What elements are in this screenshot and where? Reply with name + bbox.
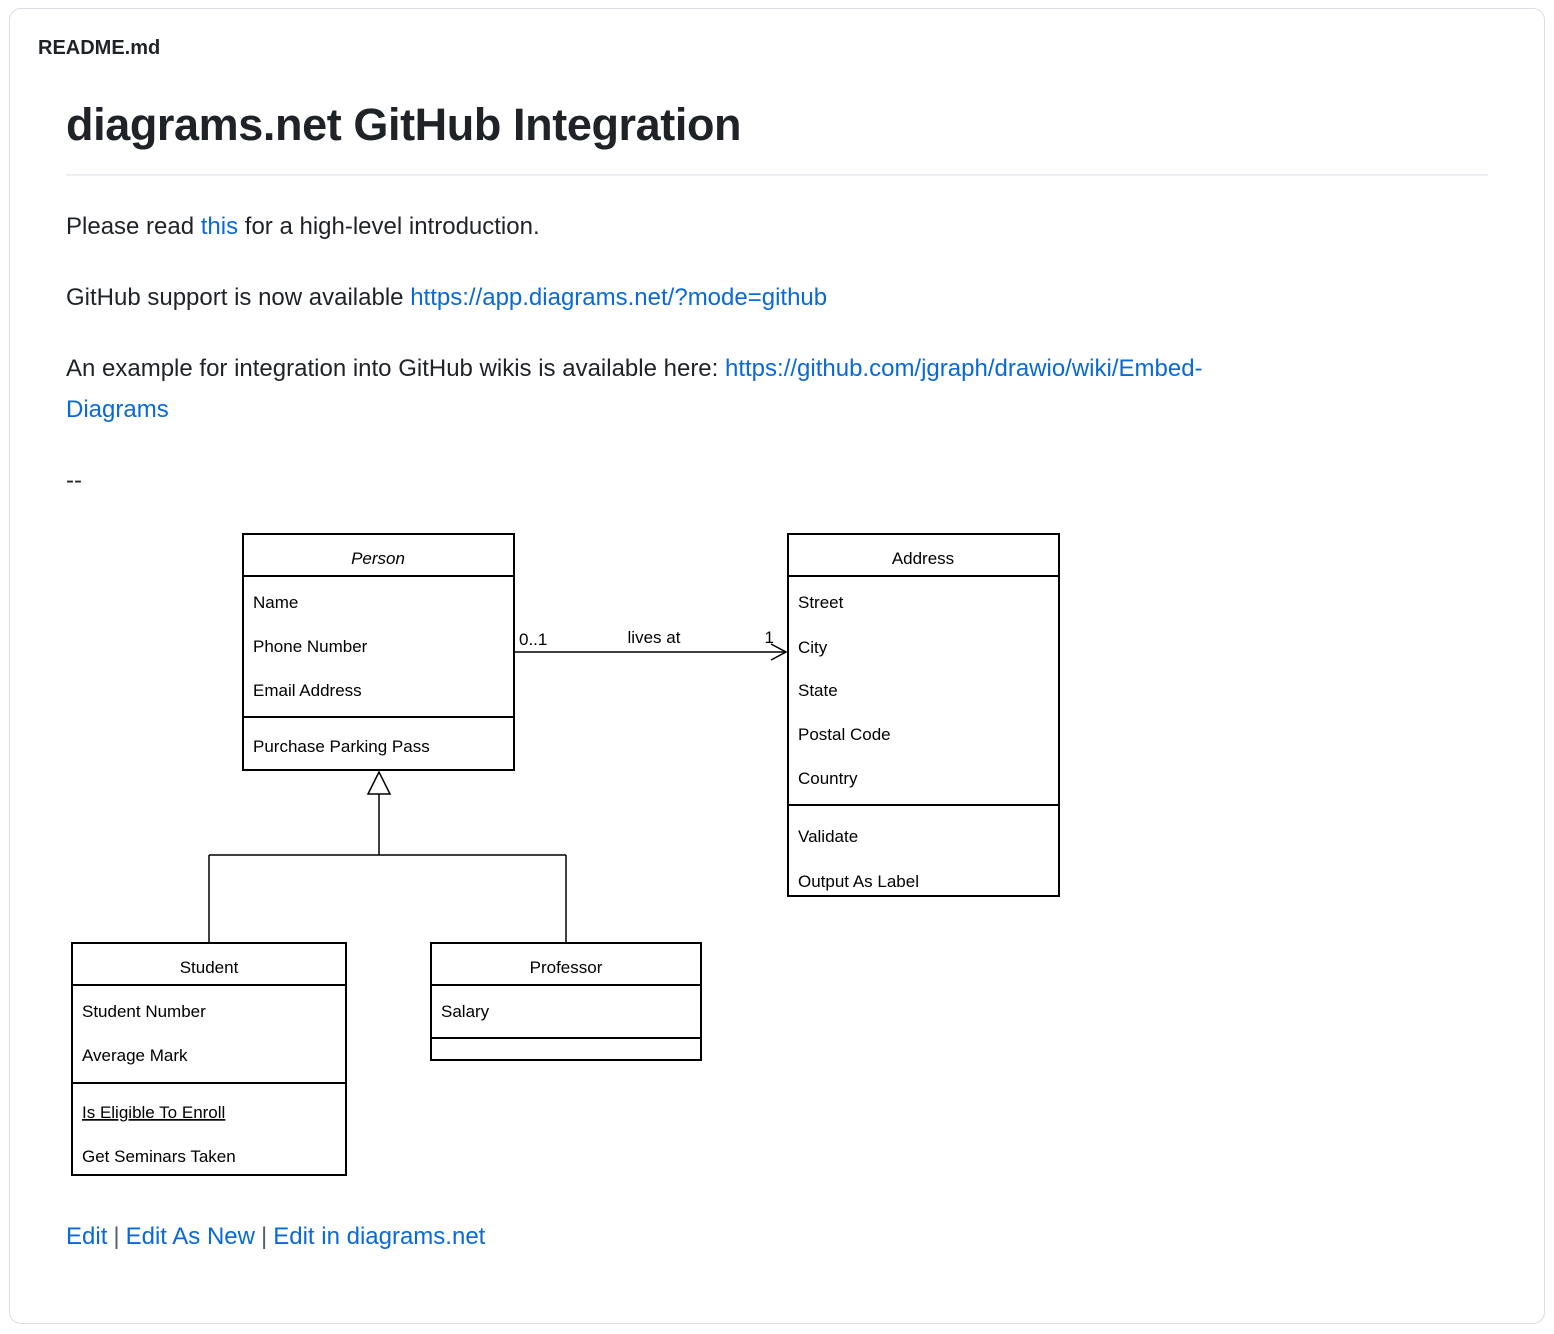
link-separator: | (260, 1223, 268, 1250)
edit-in-diagramsnet-link[interactable]: Edit in diagrams.net (273, 1223, 486, 1250)
address-attribute-state: State (798, 681, 838, 700)
wiki-embed-diagrams-link[interactable]: https://github.com/jgraph/drawio/wiki/Em… (66, 355, 1203, 423)
person-attribute-name: Name (253, 593, 298, 612)
student-method-get-seminars-taken: Get Seminars Taken (82, 1147, 236, 1166)
edit-as-new-link[interactable]: Edit As New (125, 1223, 255, 1250)
class-title-address: Address (892, 549, 954, 568)
address-attribute-city: City (798, 638, 828, 657)
example-text-pre: An example for integration into GitHub w… (66, 355, 725, 382)
address-attribute-street: Street (798, 593, 844, 612)
address-attribute-postal-code: Postal Code (798, 725, 891, 744)
intro-text-post: for a high-level introduction. (238, 213, 540, 240)
uml-diagram-figure: Person Name Phone Number Email Address P… (66, 531, 1488, 1186)
association-multiplicity-target: 1 (765, 628, 774, 647)
edit-links-row: Edit|Edit As New|Edit in diagrams.net (66, 1216, 1488, 1257)
student-attribute-number: Student Number (82, 1002, 206, 1021)
wiki-link-line2: Diagrams (66, 396, 169, 423)
class-box-person (242, 533, 515, 771)
edit-link[interactable]: Edit (66, 1223, 108, 1250)
paragraph-support: GitHub support is now available https://… (66, 277, 1488, 318)
paragraph-intro: Please read this for a high-level introd… (66, 206, 1488, 247)
uml-class-diagram: Person Name Phone Number Email Address P… (71, 533, 1060, 1176)
person-attribute-email: Email Address (253, 681, 362, 700)
student-attribute-average-mark: Average Mark (82, 1046, 188, 1065)
generalization-triangle-icon (366, 770, 392, 795)
wiki-link-line1: https://github.com/jgraph/drawio/wiki/Em… (725, 355, 1203, 382)
class-title-professor: Professor (530, 958, 603, 977)
page: README.md diagrams.net GitHub Integratio… (0, 8, 1554, 1334)
intro-text-pre: Please read (66, 213, 201, 240)
support-text-pre: GitHub support is now available (66, 284, 411, 311)
person-attribute-phone: Phone Number (253, 637, 368, 656)
address-attribute-country: Country (798, 769, 858, 788)
markdown-body: diagrams.net GitHub Integration Please r… (10, 64, 1544, 1323)
class-title-student: Student (180, 958, 239, 977)
page-title: diagrams.net GitHub Integration (66, 98, 1488, 176)
readme-header: README.md (10, 9, 1544, 64)
readme-card: README.md diagrams.net GitHub Integratio… (9, 8, 1545, 1324)
address-method-validate: Validate (798, 827, 858, 846)
professor-attribute-salary: Salary (441, 1002, 490, 1021)
app-diagrams-link[interactable]: https://app.diagrams.net/?mode=github (410, 284, 828, 311)
this-link[interactable]: this (200, 213, 239, 240)
class-title-person: Person (351, 549, 405, 568)
association-multiplicity-source: 0..1 (519, 630, 547, 649)
class-box-address (787, 533, 1060, 897)
association-open-arrow-icon (770, 643, 788, 661)
association-label-lives-at: lives at (628, 628, 681, 647)
person-method-purchase-parking-pass: Purchase Parking Pass (253, 737, 430, 756)
paragraph-example: An example for integration into GitHub w… (66, 348, 1488, 430)
address-method-output-as-label: Output As Label (798, 872, 919, 891)
link-separator: | (113, 1223, 120, 1250)
paragraph-dashes: -- (66, 467, 82, 494)
readme-filename: README.md (38, 37, 161, 59)
student-method-is-eligible-to-enroll: Is Eligible To Enroll (82, 1103, 225, 1122)
class-box-student (71, 942, 347, 1176)
